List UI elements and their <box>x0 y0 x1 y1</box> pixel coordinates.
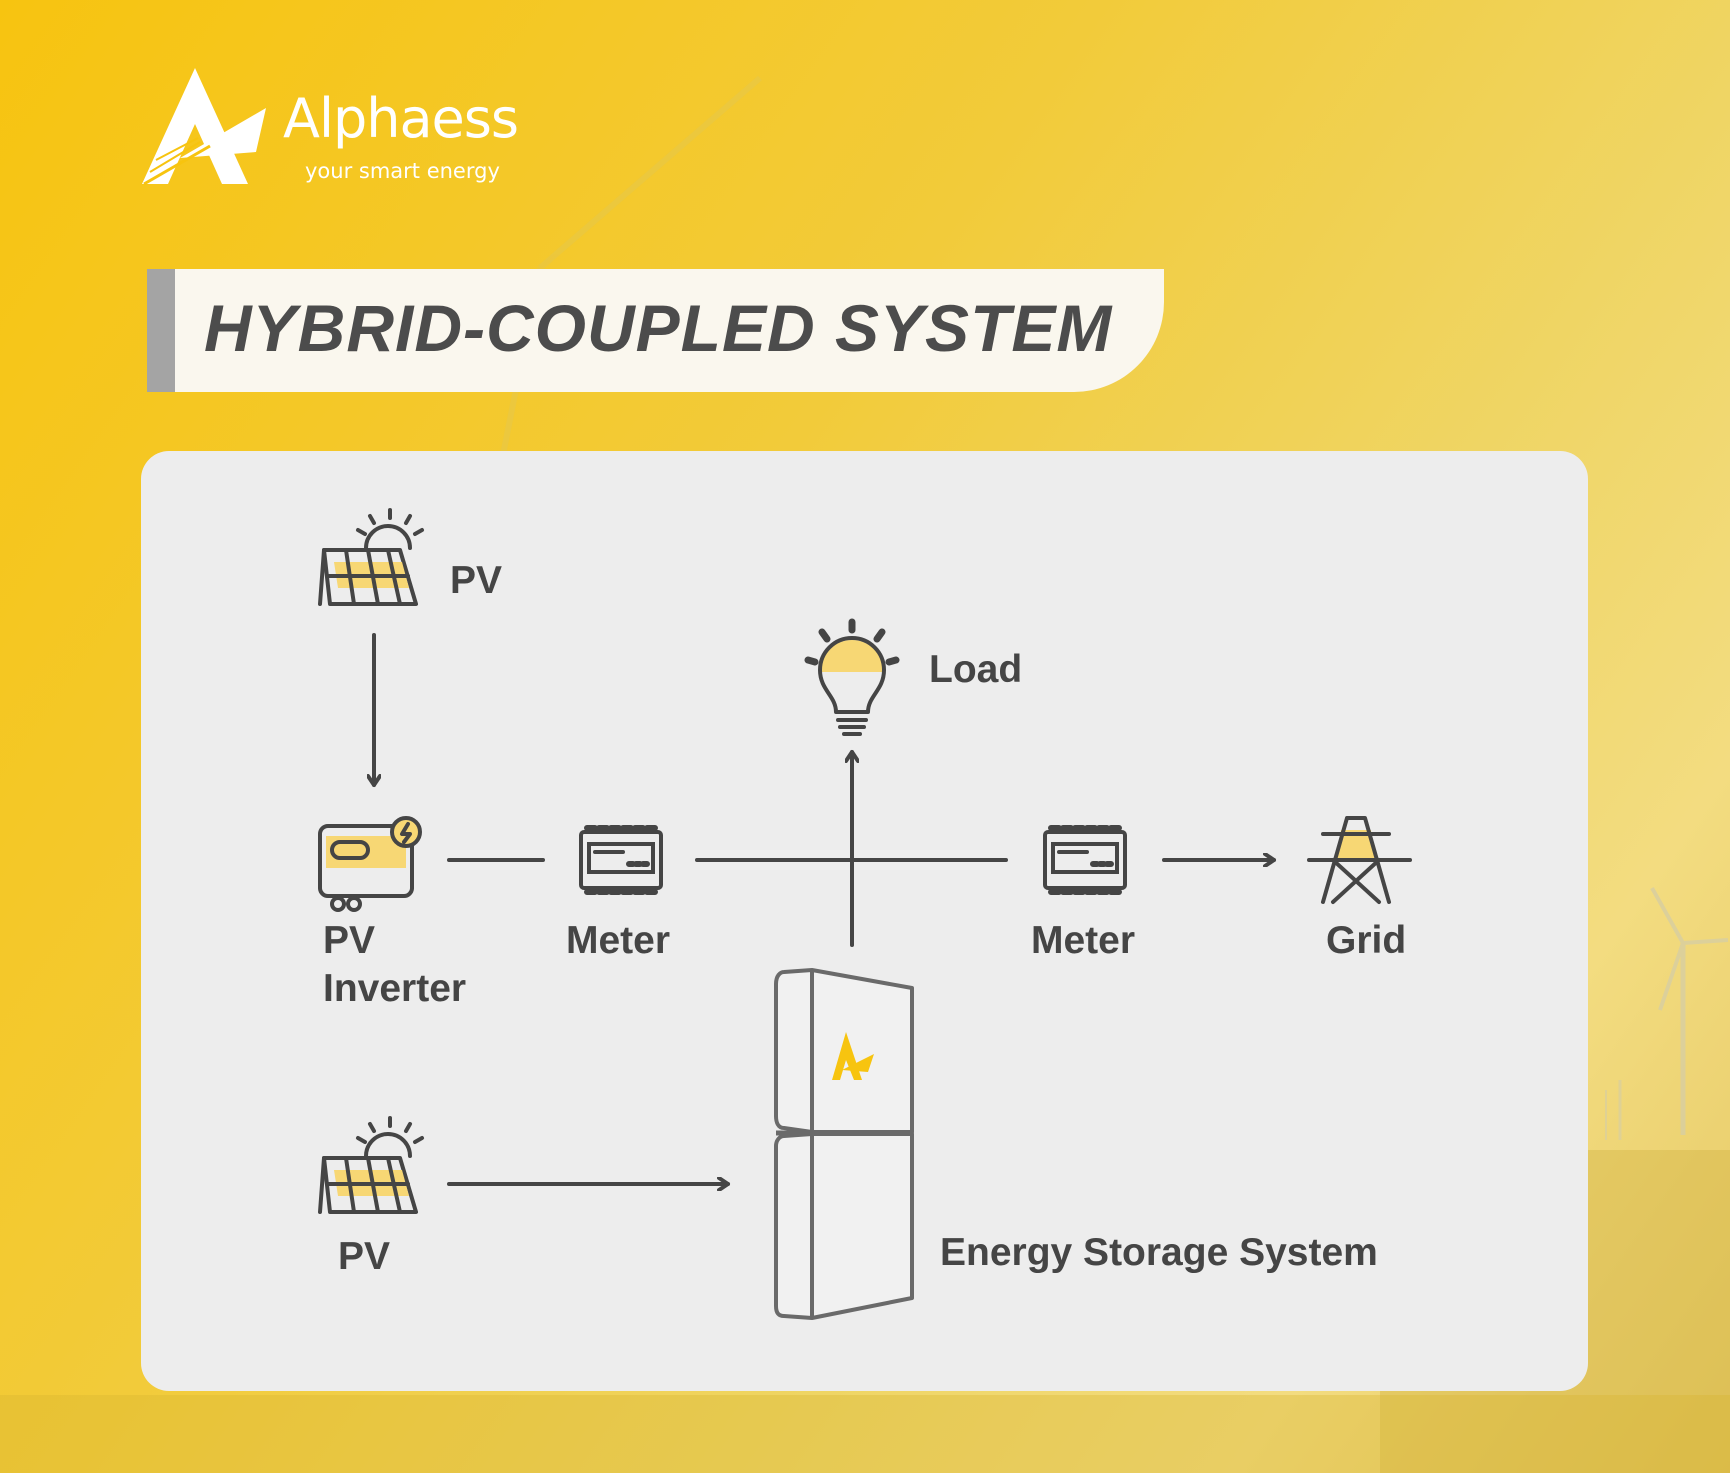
meter-right-label: Meter <box>1031 919 1136 962</box>
pv-top-label: PV <box>450 559 503 602</box>
meter-icon <box>1043 825 1127 895</box>
battery-cabinet-icon <box>774 968 914 1320</box>
grid-label: Grid <box>1326 919 1407 962</box>
load-label: Load <box>929 648 1023 691</box>
ess-label: Energy Storage System <box>940 1231 1378 1274</box>
meter-icon <box>579 825 663 895</box>
light-bulb-icon <box>804 618 900 736</box>
brand-tagline: your smart energy <box>305 159 500 183</box>
solar-panel-icon <box>318 508 424 606</box>
solar-panel-icon <box>318 1116 424 1214</box>
connectors <box>374 633 1276 1184</box>
wind-turbine-icon <box>1650 887 1729 1135</box>
page-title: HYBRID-COUPLED SYSTEM <box>204 291 1113 365</box>
alphaess-logo-icon <box>142 68 266 186</box>
brand-name: Alphaess <box>283 87 519 150</box>
title-banner: HYBRID-COUPLED SYSTEM <box>147 269 1164 392</box>
wind-turbine-small-icon <box>1605 1080 1622 1140</box>
pv-inverter-icon <box>318 816 422 912</box>
pv-bottom-label: PV <box>338 1235 391 1278</box>
meter-left-label: Meter <box>566 919 671 962</box>
pv-inverter-label-line1: PV <box>323 919 376 962</box>
alphaess-cabinet-logo-icon <box>832 1032 874 1080</box>
pv-inverter-label: PV Inverter <box>323 917 466 1012</box>
power-tower-icon <box>1307 816 1412 904</box>
pv-inverter-label-line2: Inverter <box>323 966 467 1010</box>
title-accent-bar <box>147 269 175 392</box>
field-bottom <box>0 1395 1730 1473</box>
